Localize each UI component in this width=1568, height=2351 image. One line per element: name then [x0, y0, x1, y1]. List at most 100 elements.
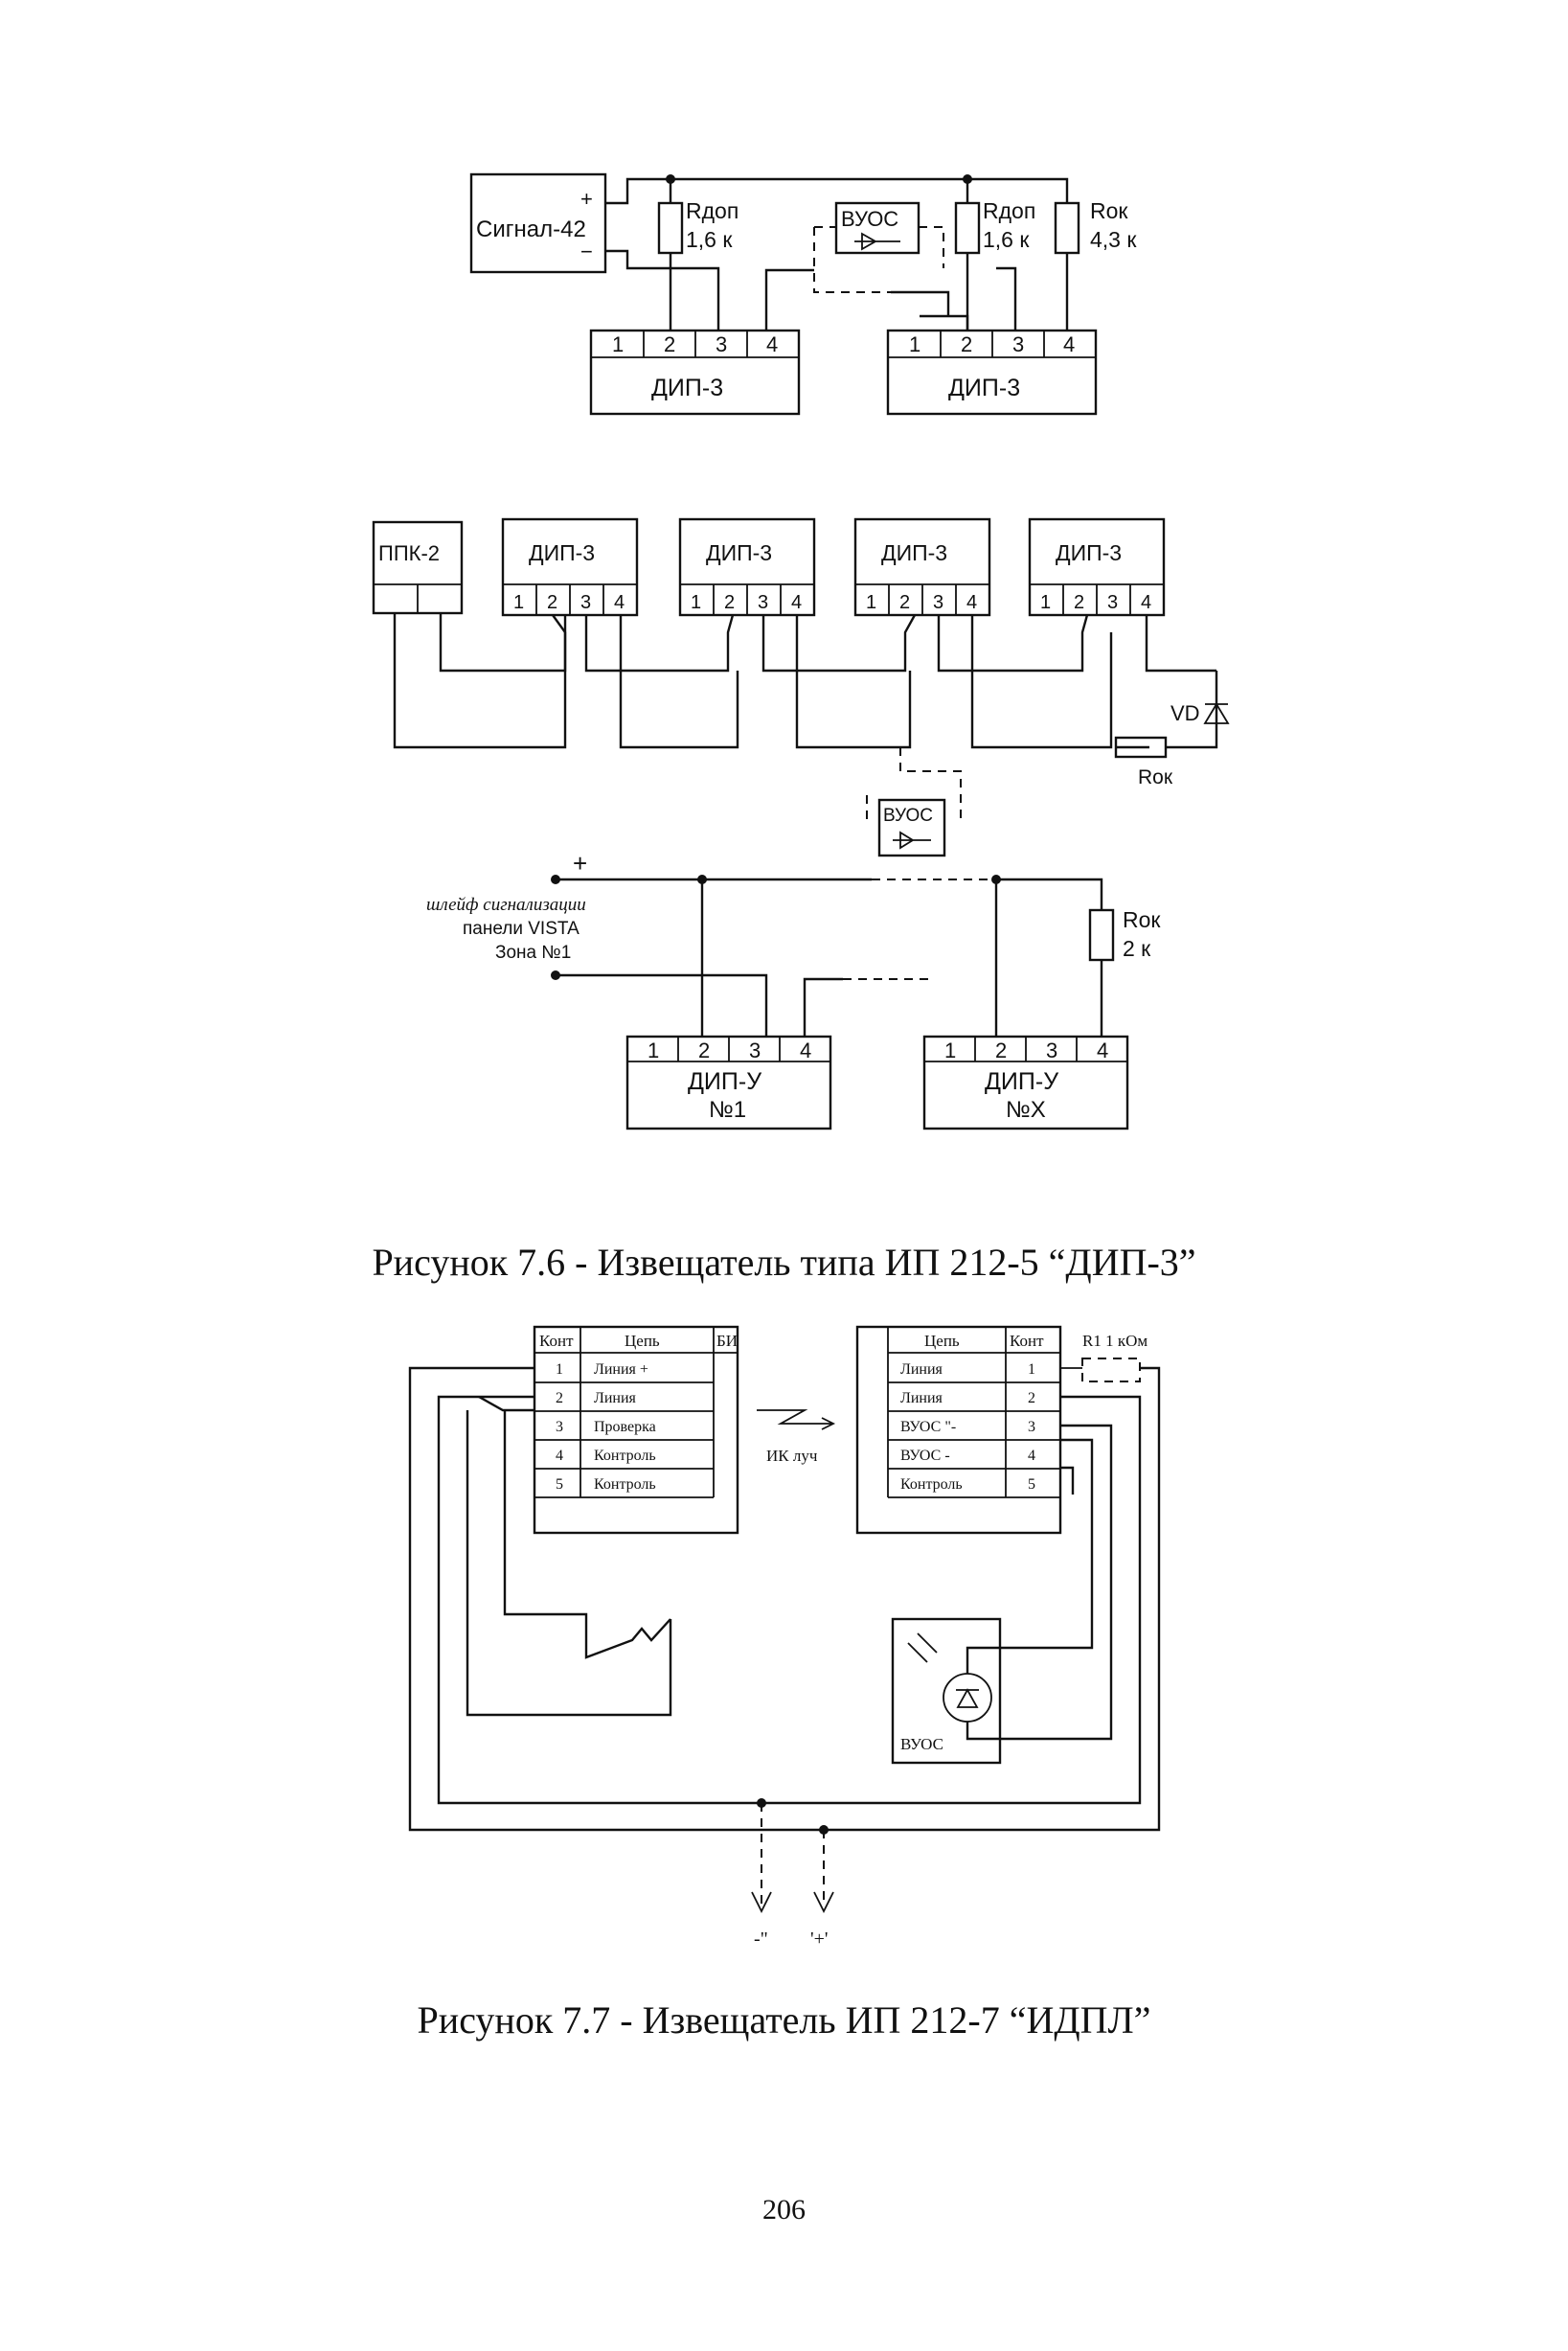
svg-text:4: 4	[966, 592, 977, 613]
svg-text:4: 4	[556, 1448, 563, 1464]
rx-head-kont: Конт	[1010, 1332, 1044, 1350]
dipu-1-num: №1	[709, 1097, 746, 1123]
svg-text:3: 3	[933, 592, 943, 613]
svg-text:2: 2	[556, 1390, 563, 1406]
svg-text:2: 2	[995, 1039, 1007, 1062]
svg-text:Контроль: Контроль	[900, 1476, 963, 1493]
svg-text:Контроль: Контроль	[594, 1448, 656, 1464]
svg-text:1: 1	[909, 332, 920, 356]
svg-text:1: 1	[866, 592, 876, 613]
svg-text:2: 2	[961, 332, 972, 356]
svg-text:3: 3	[556, 1419, 563, 1435]
signal42-label: Сигнал-42	[476, 217, 586, 242]
ppk2-label: ППК-2	[378, 541, 440, 565]
rok-top-value: 4,3 к	[1090, 227, 1137, 252]
svg-text:4: 4	[1141, 592, 1151, 613]
rdop2-name: Rдоп	[983, 198, 1035, 223]
out-minus: -"	[754, 1929, 768, 1950]
loop-plus: +	[573, 849, 587, 878]
vuos-top-label: ВУОС	[841, 207, 898, 231]
loop-label-1: шлейф сигнализации	[426, 895, 586, 915]
rdop1-value: 1,6 к	[686, 227, 733, 252]
svg-text:3: 3	[1028, 1419, 1035, 1435]
dip3-top-right-label: ДИП-3	[948, 375, 1020, 401]
svg-text:3: 3	[1012, 332, 1024, 356]
svg-text:4: 4	[614, 592, 625, 613]
svg-text:4: 4	[1097, 1039, 1108, 1062]
receiver-table	[855, 1325, 1062, 1535]
signal42-box	[469, 172, 607, 274]
fig77-caption: Рисунок 7.7 - Извещатель ИП 212-7 “ИДПЛ”	[417, 1998, 1151, 2042]
vuos-mid-label: ВУОС	[883, 806, 933, 826]
svg-text:2: 2	[547, 592, 557, 613]
svg-text:Линия: Линия	[900, 1390, 943, 1406]
bi-table	[533, 1325, 739, 1535]
svg-text:5: 5	[1028, 1476, 1035, 1493]
svg-text:1: 1	[1040, 592, 1051, 613]
dip3-mid-4: ДИП-3 1 2 3 4	[1028, 517, 1166, 617]
fig76-top-diagram: Сигнал-42 + − Rдоп 1,6 к ВУОС Rдоп 1,6 к…	[469, 172, 1137, 416]
vuos-mid-box	[877, 798, 946, 857]
dipu-1-label: ДИП-У	[688, 1068, 761, 1095]
rok-bottom-resistor	[1088, 908, 1115, 962]
svg-text:1: 1	[648, 1039, 659, 1062]
loop-label-2: панели VISTA	[463, 919, 579, 939]
svg-text:Контроль: Контроль	[594, 1476, 656, 1493]
svg-text:1: 1	[1028, 1361, 1035, 1378]
svg-text:ДИП-3: ДИП-3	[529, 540, 595, 565]
rdop2-value: 1,6 к	[983, 227, 1030, 252]
rok-bottom-name: Rок	[1123, 907, 1161, 932]
svg-text:2: 2	[664, 332, 675, 356]
svg-text:3: 3	[749, 1039, 761, 1062]
dip3-mid-2: ДИП-3 1 2 3 4	[678, 517, 816, 617]
svg-text:Линия: Линия	[900, 1361, 943, 1378]
rx-head-cep: Цепь	[924, 1332, 960, 1350]
svg-text:1: 1	[691, 592, 701, 613]
rok-top-resistor	[1054, 201, 1080, 255]
svg-text:1: 1	[513, 592, 524, 613]
signal42-minus: −	[580, 240, 593, 263]
signal42-plus: +	[580, 187, 593, 211]
rok-mid-label: Rок	[1138, 766, 1173, 788]
svg-text:1: 1	[612, 332, 624, 356]
ir-label: ИК луч	[766, 1447, 818, 1465]
svg-text:3: 3	[580, 592, 591, 613]
bi-head-kont: Конт	[539, 1332, 574, 1350]
svg-text:4: 4	[766, 332, 778, 356]
dip3-top-left-label: ДИП-3	[651, 375, 723, 401]
vd-label: VD	[1170, 701, 1200, 725]
svg-text:ДИП-3: ДИП-3	[706, 540, 772, 565]
rdop2-resistor	[954, 201, 981, 255]
svg-text:Проверка: Проверка	[594, 1419, 656, 1435]
dipu-x-num: №Х	[1006, 1097, 1046, 1123]
svg-text:3: 3	[1046, 1039, 1057, 1062]
svg-text:4: 4	[800, 1039, 811, 1062]
page-number: 206	[762, 2194, 806, 2225]
rdop1-resistor	[657, 201, 684, 255]
svg-text:1: 1	[944, 1039, 956, 1062]
fig76-bottom-diagram: + шлейф сигнализации панели VISTA Зона №…	[426, 849, 1161, 1130]
svg-text:Линия +: Линия +	[594, 1361, 648, 1378]
svg-text:1: 1	[556, 1361, 563, 1378]
rdop1-name: Rдоп	[686, 198, 739, 223]
fig76-middle-diagram: ППК-2 ДИП-3 1 2 3 4 ДИП-3 1 2 3 4 ДИП-3 …	[372, 517, 1230, 857]
dip3-mid-1: ДИП-3 1 2 3 4	[501, 517, 639, 617]
vuos-top-box	[834, 201, 920, 255]
r1-resistor	[1081, 1358, 1141, 1382]
svg-text:2: 2	[698, 1039, 710, 1062]
rok-top-name: Rок	[1090, 198, 1128, 223]
r1-label: R1 1 кОм	[1082, 1332, 1148, 1350]
dip3-mid-3: ДИП-3 1 2 3 4	[853, 517, 991, 617]
svg-text:2: 2	[1074, 592, 1084, 613]
svg-text:4: 4	[791, 592, 802, 613]
dipu-x-label: ДИП-У	[985, 1068, 1058, 1095]
fig76-caption: Рисунок 7.6 - Извещатель типа ИП 212-5 “…	[372, 1241, 1196, 1284]
svg-text:Линия: Линия	[594, 1390, 637, 1406]
svg-text:5: 5	[556, 1476, 563, 1493]
loop-label-3: Зона №1	[495, 943, 571, 963]
svg-text:ДИП-3: ДИП-3	[881, 540, 947, 565]
svg-text:3: 3	[716, 332, 727, 356]
svg-text:ВУОС -: ВУОС -	[900, 1448, 950, 1464]
svg-text:ВУОС "-: ВУОС "-	[900, 1419, 956, 1435]
